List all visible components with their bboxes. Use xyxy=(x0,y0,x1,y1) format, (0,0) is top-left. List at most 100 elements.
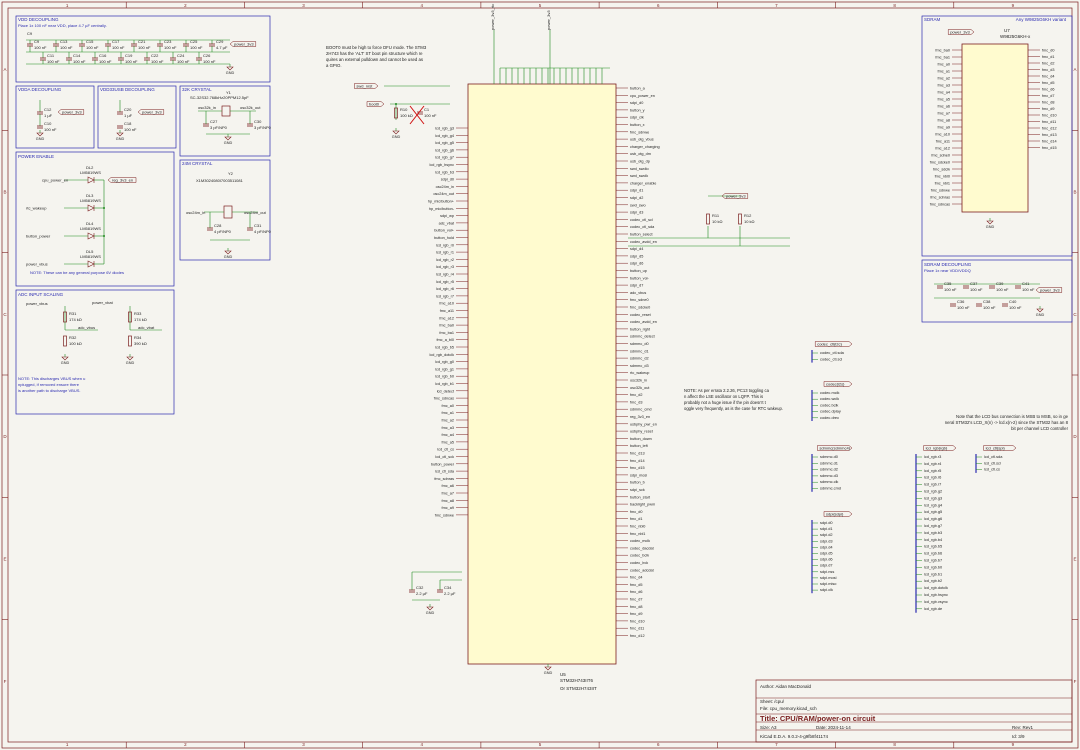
sdram-left-net: fmc_a6 xyxy=(938,105,950,109)
grid-col-label: 7 xyxy=(775,3,778,8)
mcu-right-net: sdpi_d0 xyxy=(630,101,643,105)
mcu-right-net: fmc_d1 xyxy=(630,517,642,521)
grid-col-label: 6 xyxy=(657,742,660,747)
global-label-text: codec_ctl{i2c} xyxy=(817,342,842,347)
mcu-left-net: fmc_a_bl0 xyxy=(436,338,454,342)
global-label-text: codec{i2s} xyxy=(826,382,845,387)
vdd-cap: C21 xyxy=(138,39,146,44)
resistor-value: 10 kΩ xyxy=(712,219,723,224)
mcu-right-net: sdpi_d4 xyxy=(630,247,643,251)
grid-col-label: 3 xyxy=(302,742,305,747)
mcu-right-net: charger_charging xyxy=(630,145,660,149)
global-label-text: power_3v3 xyxy=(1040,288,1060,293)
power-enable-net: rtc_wakeup xyxy=(26,206,47,211)
capacitor-value: 4 pF/NP0 xyxy=(254,229,272,234)
bus-member: sdpi.mosi xyxy=(820,575,837,580)
sdram-right-net: fmc_d10 xyxy=(1042,114,1057,118)
mcu-right-net: fmc_sdnwe xyxy=(630,130,649,134)
mcu-right-net: button_right xyxy=(630,327,651,331)
capacitor-value: 100 nF xyxy=(190,45,203,50)
mcu-right-net: fmc_d4 xyxy=(630,576,642,580)
bus-member: lcd_rgb.b0 xyxy=(924,564,943,569)
diode-ref: DL5 xyxy=(86,249,94,254)
mcu-right-net: fmc_d13 xyxy=(630,452,645,456)
mcu-left-net: hp_mic/button- xyxy=(429,207,455,211)
sdram-left-net: fmc_nbl0 xyxy=(935,175,950,179)
bus-member: lcd_rgb.b3 xyxy=(924,530,942,535)
bus-member: sdpi.d6 xyxy=(820,557,833,562)
adc-out: adc_vbus xyxy=(78,325,95,330)
bus-member: lcd_rgb.b1 xyxy=(924,571,942,576)
bus-member: lcd_rgb.g4 xyxy=(924,502,943,507)
power-enable-net: button_power xyxy=(26,234,51,239)
sdram-right-net: fmc_d11 xyxy=(1042,120,1056,124)
resistor xyxy=(63,311,67,323)
sdram-left-net: fmc_ba1 xyxy=(935,56,950,60)
adc-out: adc_vbat xyxy=(138,325,155,330)
sdram-left-net: fmc_a2 xyxy=(938,77,950,81)
bus-member: sdmmc.cmd xyxy=(820,486,841,491)
mcu-right-net: sdpi_d1 xyxy=(630,189,643,193)
mcu-right-net: codec_ctl_scl xyxy=(630,218,653,222)
resistor-ref: R10 xyxy=(400,107,408,112)
mcu-left-net: lcd_rgb_r5 xyxy=(436,280,454,284)
mcu-right-net: reg_3v3_en xyxy=(630,415,650,419)
mcu-left-net: button_power xyxy=(431,462,455,466)
mcu-right-net: codec_avdd_en xyxy=(630,240,657,244)
mcu-right-net: sdmmc_d2 xyxy=(630,357,649,361)
bus-member: lcd_rgb.g3 xyxy=(924,495,942,500)
sdram-cap: C38 xyxy=(983,299,991,304)
vdd-cap: C29 xyxy=(216,39,224,44)
crystal-32k-ref: Y1 xyxy=(226,90,232,95)
mcu-left-net: lcd_rgb_r0 xyxy=(436,243,454,247)
vdd-cap: C25 xyxy=(190,39,198,44)
capacitor-value: 100 nF xyxy=(944,287,957,292)
global-label xyxy=(107,177,137,183)
sdram-right-net: fmc_d13 xyxy=(1042,133,1057,137)
mcu-left-net: fmc_a12 xyxy=(439,316,454,320)
sdram-part: W9825G6KH-x xyxy=(1000,34,1031,39)
mcu-right-net: usbphy_reset xyxy=(630,430,654,434)
ground-symbol xyxy=(1036,308,1044,313)
lcd-note: bit per channel LCD controller xyxy=(1011,426,1068,431)
mcu-left-net: lcd_rgb_b5 xyxy=(435,346,454,350)
mcu-left-net: fmc_sdncas xyxy=(434,397,454,401)
vdd33usb-box xyxy=(97,85,177,149)
crystal-24m-part: X1M3024080I7003511081 xyxy=(196,178,244,183)
grid-col-label: 2 xyxy=(184,742,187,747)
mcu-left-net: fmc_a0 xyxy=(442,404,454,408)
capacitor-ref: C31 xyxy=(254,223,262,228)
vdd-cap: C11 xyxy=(47,53,55,58)
bus-member: sdpi.clk xyxy=(820,587,833,592)
dnp-cross xyxy=(409,105,425,125)
resistor-value: 174 kΩ xyxy=(69,317,82,322)
mcu-left-net: lcd_rgb_g3 xyxy=(435,127,454,131)
diode-value: LM5819WS xyxy=(80,170,101,175)
sdram-left-net: fmc_sdcke0 xyxy=(930,161,950,165)
boot-note: quires an external pulldown and cannot b… xyxy=(326,57,423,62)
junction xyxy=(103,207,105,209)
mcu-right-net: sdmmc_d3 xyxy=(630,364,649,368)
mcu-right-net: backlight_pwm xyxy=(630,503,655,507)
capacitor-value: 100 nF xyxy=(424,113,437,118)
mcu-body xyxy=(467,83,617,665)
sdram-right-net: fmc_d5 xyxy=(1042,81,1054,85)
mcu-left-net: fmc_a11 xyxy=(440,309,454,313)
mcu-right-net: sdpi_d2 xyxy=(630,196,643,200)
capacitor-value: 100 nF xyxy=(138,45,151,50)
bus-member: lcd_rgb.r4 xyxy=(924,461,942,466)
adc-in: power_vbus xyxy=(26,301,48,306)
title-file: File: cpu_memory.kicad_sch xyxy=(760,706,817,711)
sdram-cap: C40 xyxy=(1009,299,1017,304)
vdd-cap: C17 xyxy=(112,39,120,44)
grid-col-label: 6 xyxy=(657,3,660,8)
global-label-text: sdpi{sdpi} xyxy=(826,512,844,517)
adc-title: ADC INPUT SCALING xyxy=(18,292,64,297)
resistor-ref: R33 xyxy=(134,311,142,316)
sdram-left-net: fmc_a12 xyxy=(935,147,950,151)
mcu-left-net: lcd_ctl_sck xyxy=(435,455,454,459)
mcu-left-net: lcd_rgb_g6 xyxy=(435,148,454,152)
mcu-right-net: fmc_d3 xyxy=(630,400,642,404)
crystal-32k-box xyxy=(179,85,271,157)
grid-col-label: 5 xyxy=(539,742,542,747)
